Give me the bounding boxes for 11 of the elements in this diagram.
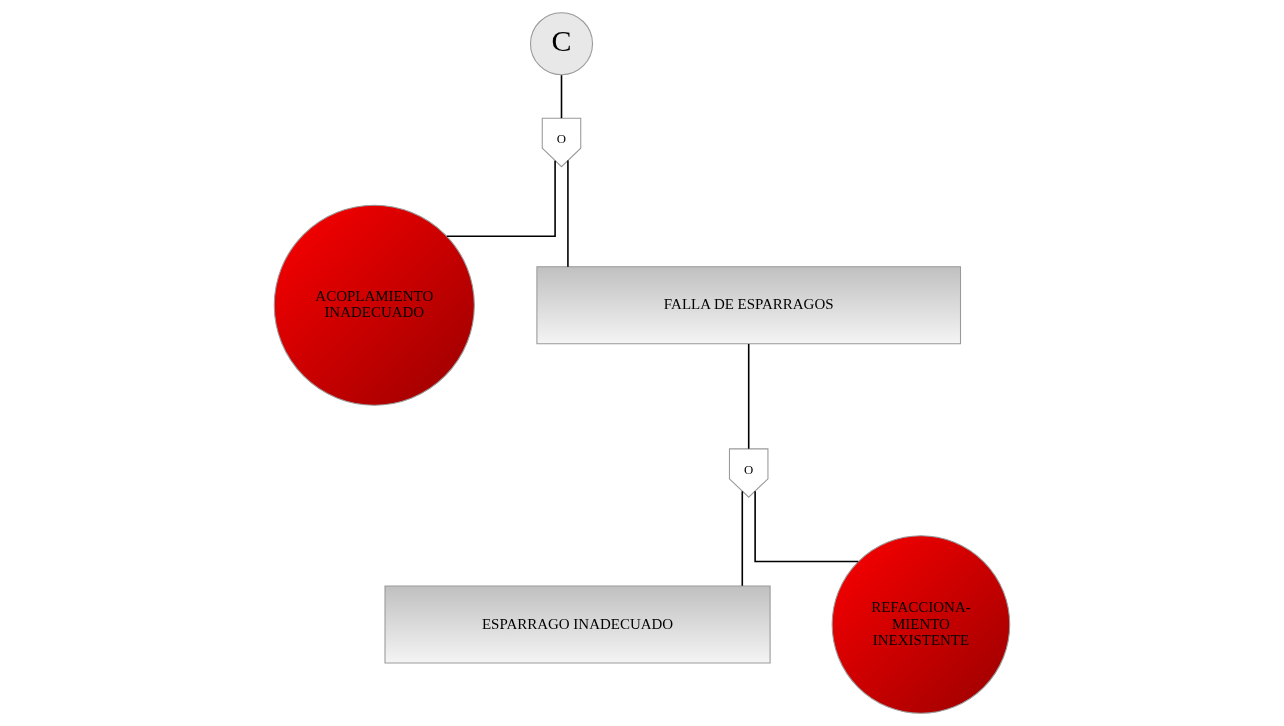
connector xyxy=(741,490,744,587)
connector xyxy=(445,160,556,238)
node-box: FALLA DE ESPARRAGOS xyxy=(536,266,962,345)
connector xyxy=(567,159,569,268)
node-box: ESPARRAGO INADECUADO xyxy=(384,585,771,664)
connector xyxy=(560,74,563,119)
node-circle: ACOPLAMIENTO INADECUADO xyxy=(273,204,475,406)
node-circle: C xyxy=(529,12,594,76)
connector xyxy=(747,343,750,450)
connector xyxy=(754,490,860,563)
node-circle: REFACCIONA- MIENTO INEXISTENTE xyxy=(831,535,1011,714)
